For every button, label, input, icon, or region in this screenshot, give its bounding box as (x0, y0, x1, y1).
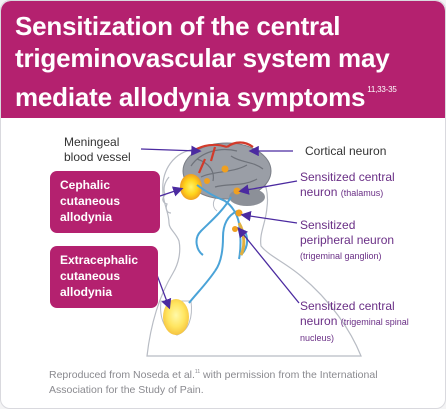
cephalic-glow (180, 174, 202, 200)
footer-before: Reproduced from Noseda et al. (49, 369, 195, 381)
meningeal-vessel-icon (192, 141, 254, 174)
label-thalamus-note: (thalamus) (340, 188, 384, 198)
face-profile (162, 176, 172, 214)
cephalic-allodynia-box: Cephalic cutaneous allodynia (50, 171, 160, 233)
source-footnote: Reproduced from Noseda et al.11 with per… (49, 365, 409, 398)
footer-after: with permission from the International A… (49, 369, 378, 396)
header-banner: Sensitization of the central trigeminova… (1, 1, 445, 118)
page-title: Sensitization of the central trigeminova… (15, 10, 435, 113)
label-meningeal-vessel: Meningeal blood vessel (64, 135, 131, 164)
extracephalic-glow (163, 299, 189, 335)
title-text: Sensitization of the central trigeminova… (15, 11, 390, 112)
label-sensitized-central-spinal: Sensitized central neuron (trigeminal sp… (300, 299, 415, 346)
label-sensitized-central-thalamus: Sensitized central neuron (thalamus) (300, 170, 415, 201)
label-sensitized-peripheral: Sensitized peripheral neuron (trigeminal… (300, 218, 412, 264)
label-cortical-neuron: Cortical neuron (305, 144, 387, 158)
extracephalic-allodynia-box: Extracephalic cutaneous allodynia (50, 246, 158, 308)
label-spinal-main: Sensitized central neuron (300, 299, 395, 328)
footer-ref: 11 (194, 369, 201, 375)
label-ganglion-note: (trigeminal ganglion) (300, 251, 382, 261)
spinal-cord (237, 222, 246, 256)
pointer-arrows (140, 145, 300, 310)
label-thalamus-main: Sensitized central neuron (300, 170, 395, 199)
label-spinal-note: (trigeminal spinal nucleus) (300, 317, 409, 343)
title-refs: 11,33-35 (367, 85, 397, 94)
label-peripheral-main: Sensitized peripheral neuron (300, 218, 395, 247)
